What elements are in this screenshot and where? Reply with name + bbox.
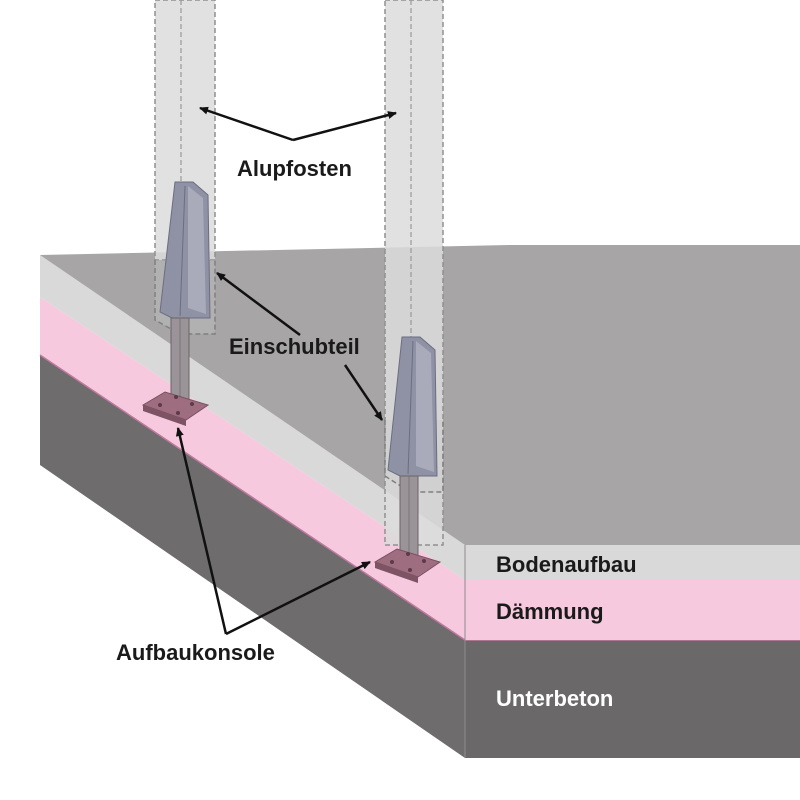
bolt [158, 403, 162, 407]
arrow-einschubteil-left [216, 271, 301, 337]
arrow-alupfosten-left [199, 106, 294, 142]
label-aufbaukonsole: Aufbaukonsole [116, 640, 275, 665]
einschubteil-left-rib [179, 185, 186, 317]
bolt [408, 568, 412, 572]
bolt [390, 560, 394, 564]
arrow-einschubteil-right [343, 364, 384, 421]
aufbaukonsole-left-plate-side [143, 405, 186, 426]
bolt [190, 402, 194, 406]
unterbeton-right-face [465, 640, 800, 758]
bolt [422, 559, 426, 563]
label-unterbeton: Unterbeton [496, 686, 613, 711]
unterbeton-front-face [40, 355, 465, 758]
leader-arrows [175, 106, 397, 636]
arrow-aufbaukonsole-left [175, 427, 228, 635]
aufbaukonsole-left-plate [141, 391, 210, 421]
bolt [176, 411, 180, 415]
daemmung-right-face [465, 580, 800, 640]
bodenaufbau-right-face [465, 545, 800, 580]
post-assembly-left [141, 0, 216, 426]
daemmung-front-face [40, 297, 465, 640]
einschubteil-right-face [416, 341, 434, 472]
label-alupfosten: Alupfosten [237, 156, 352, 181]
arrow-alupfosten-right [292, 111, 397, 142]
post-assembly-right [373, 0, 444, 583]
label-daemmung: Dämmung [496, 599, 604, 624]
aufbaukonsole-right-plate-side [375, 562, 418, 583]
bodenaufbau-front-face [40, 255, 465, 580]
arrow-aufbaukonsole-right [225, 560, 371, 636]
label-einschubteil: Einschubteil [229, 334, 360, 359]
einschubteil-right-rib [407, 340, 414, 475]
einschubteil-left-face [188, 186, 206, 314]
bolt [174, 395, 178, 399]
label-bodenaufbau: Bodenaufbau [496, 552, 637, 577]
bolt [406, 552, 410, 556]
